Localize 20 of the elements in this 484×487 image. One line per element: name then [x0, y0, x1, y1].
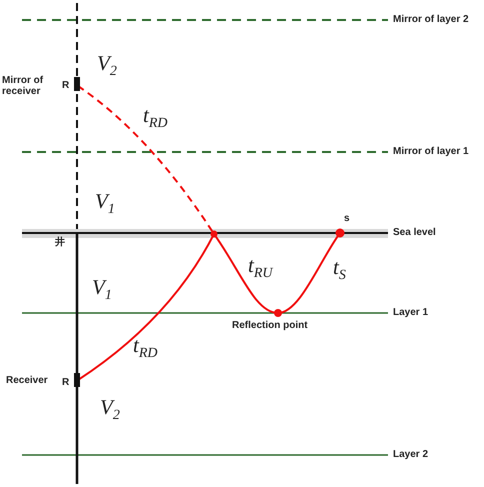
- well-symbol: 井: [55, 237, 65, 248]
- point-label: Reflection point: [232, 320, 308, 331]
- layer-label: Mirror of layer 2: [393, 14, 469, 25]
- layer-label: Layer 1: [393, 307, 428, 318]
- velocity-label: V$_{2}$: [100, 396, 120, 424]
- travel-time-label: t$_{RD}$: [133, 334, 158, 362]
- velocity-label: V$_{1}$: [95, 190, 115, 218]
- travel-time-label: t$_{RD}$: [143, 104, 168, 132]
- marker-label: R: [62, 377, 70, 388]
- source-label: s: [344, 213, 350, 224]
- receiver-label: Mirror of receiver: [2, 75, 44, 97]
- velocity-label: V$_{1}$: [92, 276, 112, 304]
- receiver-label: Receiver: [6, 375, 48, 386]
- travel-time-label: t$_{RU}$: [248, 254, 273, 282]
- velocity-label: V$_{2}$: [97, 52, 117, 80]
- marker-label: R: [62, 80, 70, 91]
- layer-label: Layer 2: [393, 449, 428, 460]
- travel-time-label: t$_{S}$: [333, 256, 346, 284]
- layer-label: Sea level: [393, 227, 436, 238]
- layer-label: Mirror of layer 1: [393, 146, 469, 157]
